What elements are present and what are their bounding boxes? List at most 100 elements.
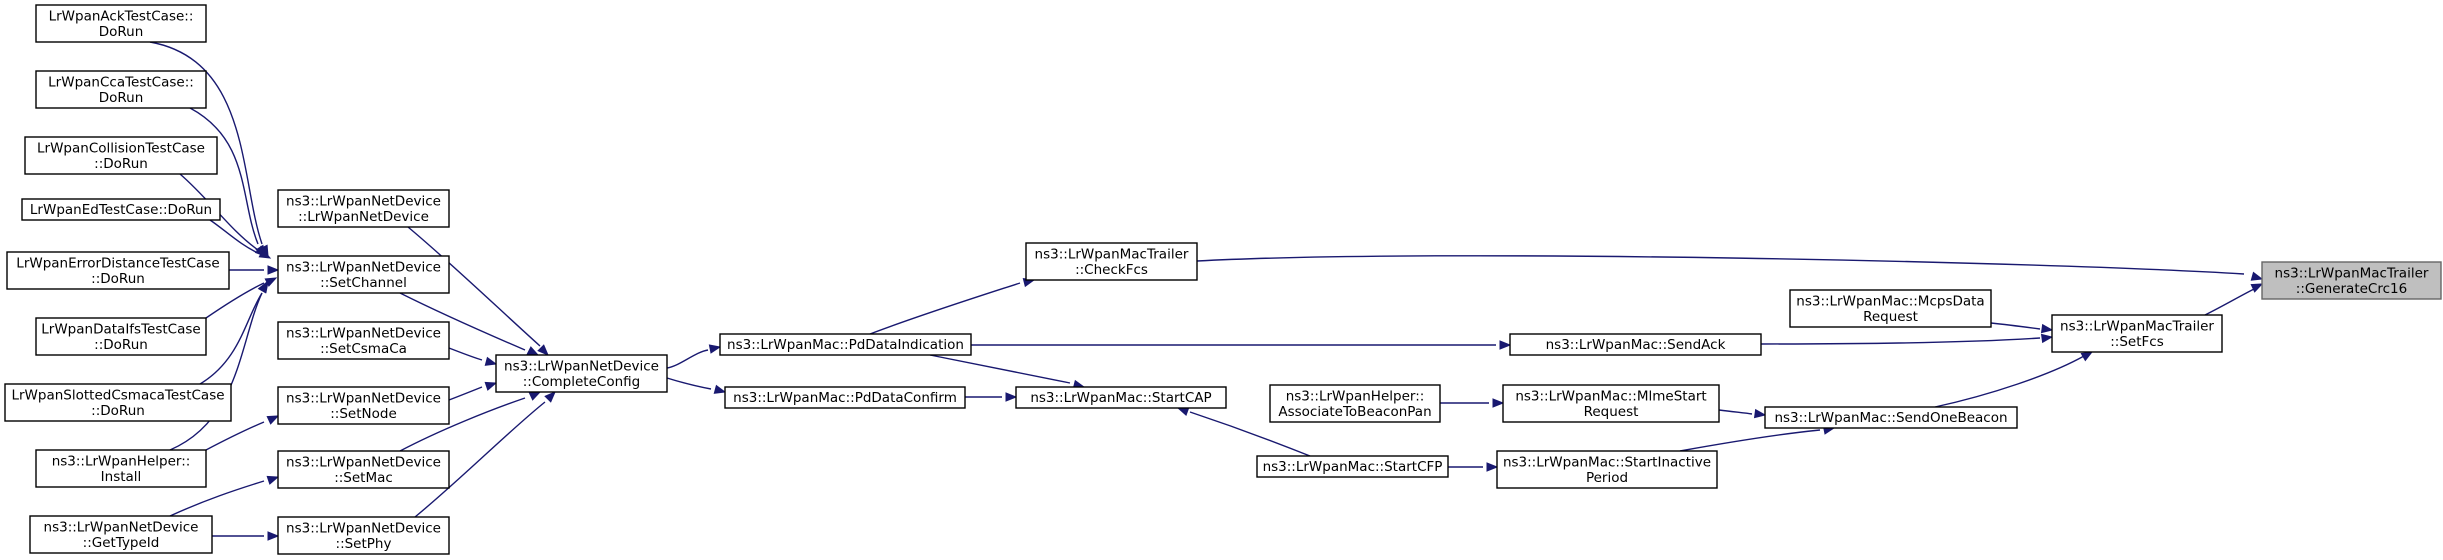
node-label: ns3::LrWpanMac::SendOneBeacon [1774, 410, 2007, 426]
node-ed-test[interactable]: LrWpanEdTestCase::DoRun [21, 198, 221, 221]
node-label: ::SetCsmaCa [320, 341, 407, 357]
node-box [1764, 406, 2018, 429]
node-start-cfp[interactable]: ns3::LrWpanMac::StartCFP [1256, 455, 1449, 478]
node-box [24, 136, 218, 175]
edge-dataifstest-setchannel [205, 282, 265, 319]
node-set-channel[interactable]: ns3::LrWpanNetDevice::SetChannel [277, 255, 450, 294]
edge-startcfp-startinactiveperiod-arrowhead [1486, 462, 1499, 472]
node-set-phy[interactable]: ns3::LrWpanNetDevice::SetPhy [277, 516, 450, 555]
edge-setmac-completeconfig [399, 397, 526, 452]
edge-sendonebeacon-setfcs [1934, 355, 2085, 408]
edge-startcfp-startcap [1189, 411, 1311, 457]
node-send-one-beacon[interactable]: ns3::LrWpanMac::SendOneBeacon [1764, 406, 2018, 429]
node-pd-data-indication[interactable]: ns3::LrWpanMac::PdDataIndication [719, 333, 972, 356]
edge-pddataindication-sendack-arrowhead [1499, 340, 1512, 350]
node-label: LrWpanDataIfsTestCase [41, 321, 200, 337]
node-box [4, 383, 232, 422]
node-data-ifs-test[interactable]: LrWpanDataIfsTestCase::DoRun [35, 317, 207, 356]
edge-mcpsdatarequest-setfcs-arrowhead [2040, 323, 2054, 334]
node-set-node[interactable]: ns3::LrWpanNetDevice::SetNode [277, 386, 450, 425]
node-box [1025, 242, 1198, 281]
node-box [1502, 384, 1720, 423]
node-box [1256, 455, 1449, 478]
node-label: ::CompleteConfig [523, 374, 640, 390]
node-label: ns3::LrWpanNetDevice [286, 259, 441, 275]
node-set-fcs[interactable]: ns3::LrWpanMacTrailer::SetFcs [2051, 314, 2223, 353]
node-label: AssociateToBeaconPan [1278, 404, 1431, 420]
node-label: Request [1584, 404, 1639, 420]
node-label: DoRun [99, 24, 144, 40]
edge-completeconfig-pddataindication [666, 349, 709, 369]
node-label: ns3::LrWpanNetDevice [504, 358, 659, 374]
node-lrwpan-net-device[interactable]: ns3::LrWpanNetDevice::LrWpanNetDevice [277, 189, 450, 228]
node-helper-install[interactable]: ns3::LrWpanHelper::Install [35, 449, 207, 488]
node-get-type-id[interactable]: ns3::LrWpanNetDevice::GetTypeId [29, 515, 213, 554]
edge-pddataindication-startcap [929, 354, 1071, 384]
node-set-csma-ca[interactable]: ns3::LrWpanNetDevice::SetCsmaCa [277, 321, 450, 360]
node-label: ::SetMac [334, 470, 393, 486]
node-label: ::SetPhy [336, 536, 392, 552]
node-label: ::SetNode [330, 406, 397, 422]
node-label: ::DoRun [94, 337, 148, 353]
edge-startcfp-startcap-arrowhead [1176, 407, 1190, 416]
node-generate-crc16[interactable]: ns3::LrWpanMacTrailer::GenerateCrc16 [2261, 261, 2442, 300]
node-box [1015, 386, 1227, 409]
node-box [35, 4, 207, 43]
node-slotted-csmaca-test[interactable]: LrWpanSlottedCsmacaTestCase::DoRun [4, 383, 232, 422]
edge-setnode-completeconfig-arrowhead [484, 381, 498, 391]
node-error-distance-test[interactable]: LrWpanErrorDistanceTestCase::DoRun [6, 251, 230, 290]
edge-mcpsdatarequest-setfcs [1990, 322, 2041, 330]
node-label: LrWpanEdTestCase::DoRun [30, 202, 212, 218]
edge-lrwpannetdevice-completeconfig [407, 226, 541, 347]
node-collision-test[interactable]: LrWpanCollisionTestCase::DoRun [24, 136, 218, 175]
edge-sendonebeacon-setfcs-arrowhead [2080, 351, 2094, 362]
edge-ccatest-setchannel [189, 107, 259, 245]
node-box [277, 255, 450, 294]
node-complete-config[interactable]: ns3::LrWpanNetDevice::CompleteConfig [495, 354, 668, 393]
node-label: ns3::LrWpanMac::McpsData [1796, 293, 1984, 309]
node-box [1496, 450, 1718, 489]
edge-mlmestartrequest-sendonebeacon-arrowhead [1753, 408, 1767, 419]
node-label: LrWpanErrorDistanceTestCase [16, 255, 219, 271]
node-label: ::CheckFcs [1075, 262, 1148, 278]
node-ack-test[interactable]: LrWpanAckTestCase::DoRun [35, 4, 207, 43]
node-box [277, 386, 450, 425]
node-pd-data-confirm[interactable]: ns3::LrWpanMac::PdDataConfirm [724, 386, 966, 409]
edge-errordistancetest-setchannel-arrowhead [267, 265, 280, 275]
node-box [277, 516, 450, 555]
node-cca-test[interactable]: LrWpanCcaTestCase::DoRun [35, 70, 207, 109]
edge-completeconfig-pddataconfirm-arrowhead [713, 384, 727, 394]
node-label: ns3::LrWpanMac::StartCAP [1030, 390, 1211, 406]
node-label: ns3::LrWpanNetDevice [286, 454, 441, 470]
node-label: ::SetFcs [2110, 334, 2164, 350]
node-box [2261, 261, 2442, 300]
node-label: ns3::LrWpanMac::SendAck [1546, 337, 1726, 353]
node-label: ::DoRun [91, 403, 145, 419]
edge-pddataindication-checkfcs [869, 282, 1021, 335]
edge-edtest-setchannel [209, 219, 261, 255]
node-box [495, 354, 668, 393]
node-label: ns3::LrWpanNetDevice [286, 193, 441, 209]
node-set-mac[interactable]: ns3::LrWpanNetDevice::SetMac [277, 450, 450, 489]
node-label: ns3::LrWpanMac::StartInactive [1503, 454, 1711, 470]
node-send-ack[interactable]: ns3::LrWpanMac::SendAck [1509, 333, 1762, 356]
node-box [35, 449, 207, 488]
node-start-cap[interactable]: ns3::LrWpanMac::StartCAP [1015, 386, 1227, 409]
edge-setcsmaca-completeconfig [448, 347, 483, 361]
node-label: ::GetTypeId [83, 535, 160, 551]
node-box [35, 70, 207, 109]
edge-gettypeid-setphy-arrowhead [267, 531, 280, 541]
node-box [277, 189, 450, 228]
node-label: ns3::LrWpanMacTrailer [1035, 246, 1189, 262]
edge-associatetobeaconpan-mlmestartrequest-arrowhead [1492, 398, 1505, 408]
edge-gettypeid-setmac-arrowhead [266, 475, 280, 485]
node-box [1789, 289, 1992, 328]
edge-mlmestartrequest-sendonebeacon [1718, 409, 1753, 415]
node-check-fcs[interactable]: ns3::LrWpanMacTrailer::CheckFcs [1025, 242, 1198, 281]
node-label: Request [1863, 309, 1918, 325]
node-associate-to-beacon-pan[interactable]: ns3::LrWpanHelper::AssociateToBeaconPan [1269, 384, 1441, 423]
